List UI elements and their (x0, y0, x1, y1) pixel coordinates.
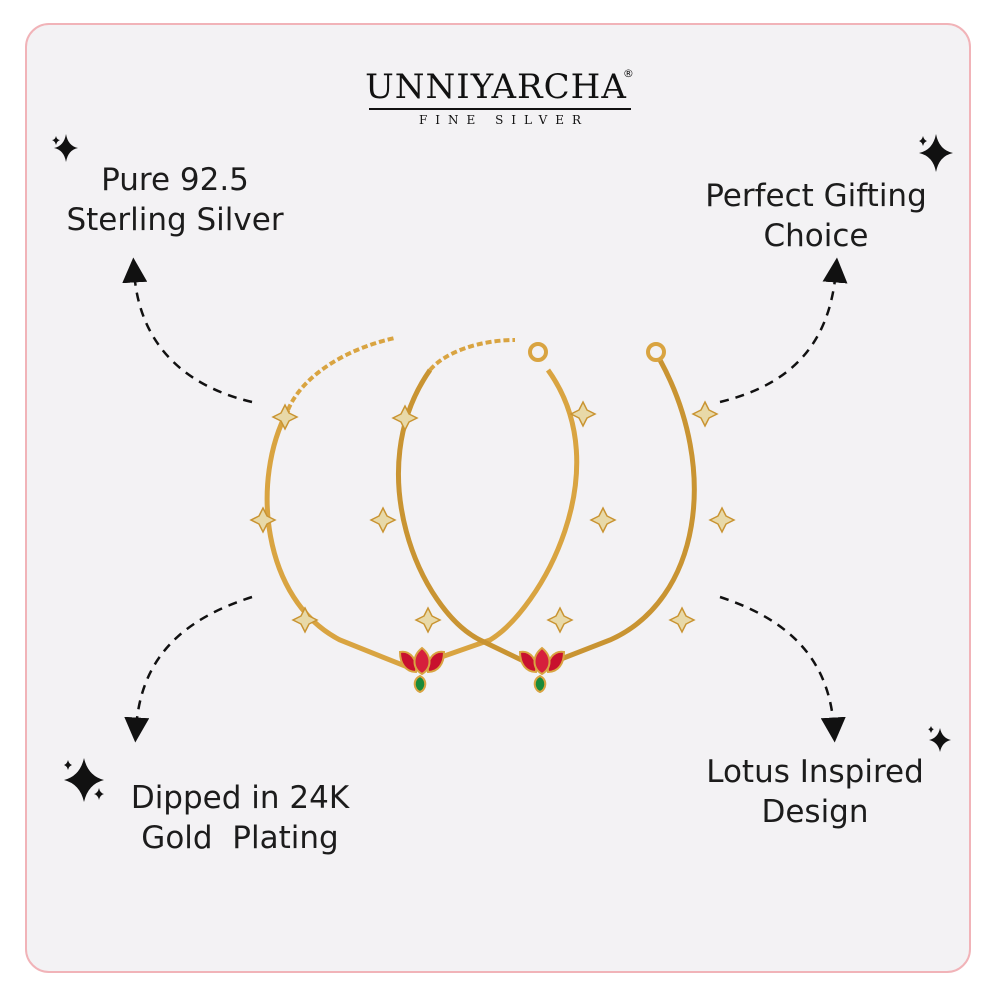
dashed-arrow-icon (122, 257, 253, 404)
feature-line: Perfect Gifting (705, 178, 927, 214)
dashed-arrow-icon (124, 595, 253, 743)
feature-lotus-design: Lotus Inspired Design (680, 752, 950, 832)
feature-line: Dipped in 24K (130, 780, 350, 816)
content-frame (25, 23, 971, 973)
dashed-arrow-icon (719, 257, 848, 404)
feature-line: Pure 92.5 (101, 162, 249, 198)
sparkle-icon (928, 726, 951, 752)
brand-logo: UNNIYARCHA® FINE SILVER (0, 67, 1000, 127)
brand-tagline: FINE SILVER (418, 112, 590, 127)
feature-line: Sterling Silver (66, 202, 284, 238)
anklet-product-image (249, 336, 736, 694)
dashed-arrow-icon (719, 595, 846, 743)
feature-line: Lotus Inspired (706, 754, 924, 790)
feature-line: Design (761, 794, 869, 830)
brand-name: UNNIYARCHA® (365, 67, 635, 107)
lotus-pendant (398, 646, 446, 694)
registered-mark: ® (622, 67, 635, 80)
feature-line: Gold Plating (141, 820, 339, 856)
sparkle-icon (64, 758, 104, 802)
feature-line: Choice (763, 218, 869, 254)
brand-divider (369, 108, 631, 110)
sparkle-icon (52, 134, 78, 162)
feature-gold-plating: Dipped in 24K Gold Plating (100, 778, 380, 858)
feature-gifting: Perfect Gifting Choice (685, 176, 947, 256)
lotus-pendant (518, 646, 566, 694)
sparkle-icon (919, 134, 953, 172)
feature-sterling-silver: Pure 92.5 Sterling Silver (40, 160, 310, 240)
